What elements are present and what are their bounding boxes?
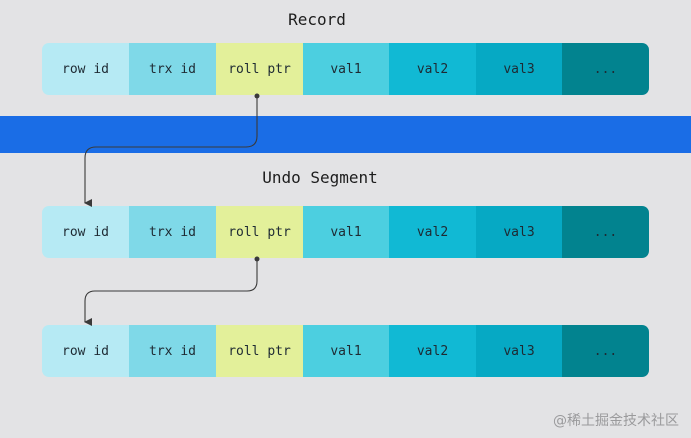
record-row: row id trx id roll ptr val1 val2 val3 ..… xyxy=(42,43,649,95)
record-title: Record xyxy=(288,10,346,29)
val3-cell: val3 xyxy=(476,206,562,258)
val2-cell: val2 xyxy=(389,43,476,95)
val1-cell: val1 xyxy=(303,206,389,258)
val2-cell: val2 xyxy=(389,206,476,258)
val3-cell: val3 xyxy=(476,325,562,377)
val1-cell: val1 xyxy=(303,43,389,95)
val1-cell: val1 xyxy=(303,325,389,377)
undo-row-1: row id trx id roll ptr val1 val2 val3 ..… xyxy=(42,206,649,258)
roll-ptr-cell: roll ptr xyxy=(216,43,303,95)
watermark: @稀土掘金技术社区 xyxy=(553,413,679,429)
ellipsis-cell: ... xyxy=(562,206,649,258)
trx-id-cell: trx id xyxy=(129,325,216,377)
roll-ptr-arrow-2 xyxy=(84,256,260,326)
trx-id-cell: trx id xyxy=(129,206,216,258)
row-id-cell: row id xyxy=(42,325,129,377)
roll-ptr-cell: roll ptr xyxy=(216,325,303,377)
ellipsis-cell: ... xyxy=(562,325,649,377)
row-id-cell: row id xyxy=(42,206,129,258)
row-id-cell: row id xyxy=(42,43,129,95)
val2-cell: val2 xyxy=(389,325,476,377)
undo-segment-title: Undo Segment xyxy=(262,168,378,187)
val3-cell: val3 xyxy=(476,43,562,95)
ellipsis-cell: ... xyxy=(562,43,649,95)
undo-row-2: row id trx id roll ptr val1 val2 val3 ..… xyxy=(42,325,649,377)
trx-id-cell: trx id xyxy=(129,43,216,95)
separator-band xyxy=(0,116,691,153)
roll-ptr-cell: roll ptr xyxy=(216,206,303,258)
